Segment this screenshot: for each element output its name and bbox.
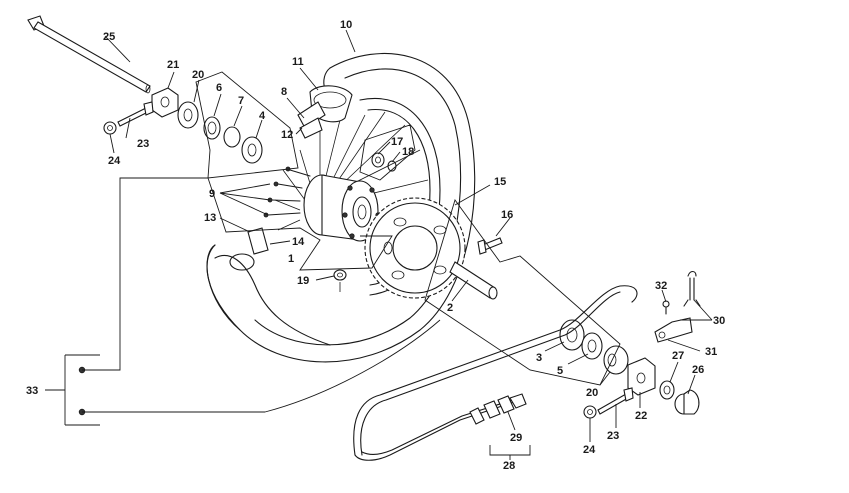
washer [659, 380, 675, 400]
callout-5: 5 [557, 365, 563, 377]
callout-18: 18 [402, 146, 414, 158]
spacer-right [603, 345, 629, 375]
callout-25: 25 [103, 31, 115, 43]
circlip [223, 126, 241, 148]
callout-labels: 1 2 3 4 5 6 7 8 9 10 11 12 13 14 15 16 1… [26, 19, 725, 472]
adjuster-block-left [151, 87, 179, 118]
callout-28: 28 [503, 460, 515, 472]
exploded-view-outlines [195, 71, 621, 386]
nut-left [103, 121, 117, 135]
hub [303, 174, 381, 242]
callout-15: 15 [494, 176, 506, 188]
callout-29: 29 [510, 432, 522, 444]
sprocket [364, 197, 466, 299]
callout-2: 2 [447, 302, 453, 314]
left-spacer [177, 101, 199, 129]
callout-1: 1 [288, 253, 294, 265]
callout-24-right: 24 [583, 444, 596, 456]
sprocket-bolt [477, 237, 503, 255]
callout-13: 13 [204, 212, 216, 224]
callout-33: 33 [26, 385, 38, 397]
callout-7: 7 [238, 95, 244, 107]
seal-right [581, 332, 603, 360]
callout-19: 19 [297, 275, 309, 287]
spacer [449, 261, 498, 300]
callout-17: 17 [391, 136, 403, 148]
bearing-left [241, 136, 263, 164]
chain-tab [229, 227, 269, 271]
screws [263, 166, 311, 218]
sprocket-nut [333, 269, 347, 292]
axle-cap [674, 389, 700, 415]
callout-10: 10 [340, 19, 352, 31]
bearing-right [559, 319, 585, 351]
axle [27, 15, 151, 94]
callout-12: 12 [281, 129, 293, 141]
callout-14: 14 [292, 236, 305, 248]
adjuster-bolt-left [117, 101, 154, 127]
chain-clip [654, 317, 693, 343]
callout-22: 22 [635, 410, 647, 422]
callout-3: 3 [536, 352, 542, 364]
callout-30: 30 [713, 315, 725, 327]
callout-26: 26 [692, 364, 704, 376]
callout-20-right: 20 [586, 387, 598, 399]
callout-8: 8 [281, 86, 287, 98]
valve [297, 101, 326, 139]
callout-16: 16 [501, 209, 513, 221]
chain [353, 285, 638, 461]
callout-11: 11 [292, 56, 304, 68]
callout-21: 21 [167, 59, 179, 71]
nut-right [583, 405, 597, 419]
callout-6: 6 [216, 82, 222, 94]
screw-small [662, 300, 670, 315]
callout-4: 4 [259, 110, 266, 122]
tire [206, 52, 476, 363]
callout-31: 31 [705, 346, 717, 358]
kit-bracket [64, 354, 100, 426]
adjuster-block-right [627, 357, 656, 396]
leader-lines [45, 29, 713, 460]
callout-24-left: 24 [108, 155, 121, 167]
callout-23-left: 23 [137, 138, 149, 150]
callout-27: 27 [672, 350, 684, 362]
callout-9: 9 [209, 188, 215, 200]
callout-23-right: 23 [607, 430, 619, 442]
split-pin [683, 270, 701, 307]
adjuster-bolt-right [597, 387, 634, 415]
seal [203, 116, 221, 140]
callout-32: 32 [655, 280, 667, 292]
callout-20-left: 20 [192, 69, 204, 81]
master-link [469, 393, 527, 425]
